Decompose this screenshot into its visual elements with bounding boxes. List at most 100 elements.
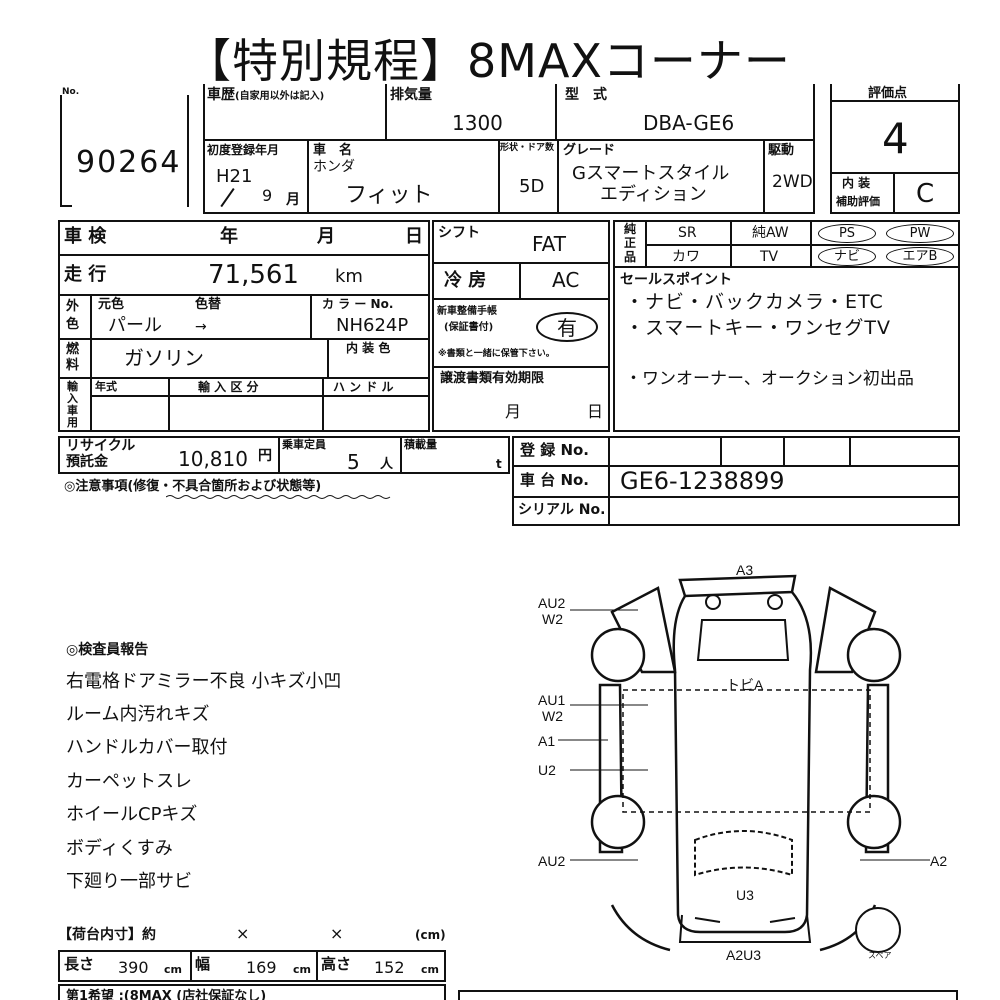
inspector-line-3: ハンドルカバー取付 <box>66 737 228 758</box>
recycle-label-2: 預託金 <box>66 454 108 470</box>
equipment-airbag: エアB <box>886 247 954 266</box>
ext-color-label: 外色 <box>66 299 80 332</box>
lot-no-label: No. <box>62 87 80 97</box>
mileage-unit: km <box>335 266 363 287</box>
bottom-right-box <box>458 990 958 1000</box>
color-no-label: カ ラ ー No. <box>322 297 394 311</box>
yen-unit: 円 <box>258 448 272 464</box>
diagram-label-left-mid2: W2 <box>542 708 563 724</box>
sales-point-2: ・スマートキー・ワンセグTV <box>625 317 892 339</box>
cargo-heading: 【荷台内寸】約 <box>58 927 156 943</box>
diagram-label-left-u2: U2 <box>538 762 556 778</box>
cargo-length: 390 <box>118 958 149 977</box>
displacement: 1300 <box>452 111 503 135</box>
score-box <box>830 84 960 214</box>
lot-no: 90264 <box>76 145 182 180</box>
cargo-height: 152 <box>374 958 405 977</box>
sales-point-1: ・ナビ・バックカメラ・ETC <box>625 291 884 313</box>
fuel: ガソリン <box>124 346 204 370</box>
repaint-label: 色替 <box>195 297 222 312</box>
drive: 2WD <box>772 172 813 192</box>
equipment-alloy-wheel: 純AW <box>752 225 789 241</box>
cargo-box <box>58 950 446 982</box>
car-diagram: A3 AU2 W2 AU1 W2 A1 U2 AU2 A2 トビA U3 A2U… <box>538 562 947 963</box>
diagram-label-spare: スペア <box>868 951 891 960</box>
ac: AC <box>552 268 580 292</box>
grade-line2: エディション <box>600 184 707 205</box>
header-grid <box>203 84 815 214</box>
drive-label: 駆動 <box>768 143 795 158</box>
page-title: 【特別規程】8MAXコーナー <box>185 34 791 88</box>
notes-heading: ◎注意事項(修復・不具合箇所および状態等) <box>64 479 322 494</box>
car-name-label: 車 名 <box>313 143 353 158</box>
doors-label: 形状・ドア数 <box>500 143 555 153</box>
first-reg-month-unit: 月 <box>286 192 300 208</box>
first-reg-era: H21 <box>216 166 253 187</box>
load-label: 積載量 <box>404 438 437 451</box>
cargo-times-2: × <box>330 924 344 943</box>
cargo-length-unit: cm <box>164 963 182 976</box>
car-name: フィット <box>345 183 433 208</box>
diagram-label-left-bottom: AU2 <box>538 853 565 869</box>
shift: FAT <box>532 232 567 256</box>
transfer-label: 譲渡書類有効期限 <box>440 371 545 386</box>
recycle-label-1: リサイクル <box>66 438 136 454</box>
cargo-width: 169 <box>246 958 277 977</box>
orig-color: パール <box>108 315 162 336</box>
inspector-line-2: ルーム内汚れキズ <box>66 704 210 725</box>
equipment-pw: PW <box>886 224 954 243</box>
cargo-length-label: 長さ <box>64 955 95 973</box>
owner-row <box>58 984 446 1000</box>
inspection-month-label: 月 <box>317 226 335 247</box>
first-reg-label: 初度登録年月 <box>207 143 280 157</box>
inspector-line-7: 下廻り一部サビ <box>66 871 192 892</box>
displacement-label: 排気量 <box>390 87 432 103</box>
manual-note: ※書類と一緒に保管下さい。 <box>438 349 555 359</box>
details-middle <box>432 220 610 432</box>
cargo-width-unit: cm <box>293 963 311 976</box>
manual-label-1: 新車整備手帳 <box>437 306 497 317</box>
sales-point-4: ・ワンオーナー、オークション初出品 <box>625 369 914 389</box>
capacity: 5 <box>347 450 360 474</box>
diagram-label-hood: トビA <box>726 677 764 693</box>
cargo-unit: (cm) <box>415 928 446 942</box>
handle-label: ハ ン ド ル <box>333 380 394 394</box>
orig-color-label: 元色 <box>98 297 125 312</box>
details-left <box>58 220 430 432</box>
mileage: 71,561 <box>208 260 299 290</box>
history-label: 車歴(自家用以外は記入) <box>207 87 325 103</box>
person-unit: 人 <box>380 457 394 472</box>
chassis-no: GE6-1238899 <box>620 467 785 495</box>
load-unit: t <box>496 457 502 471</box>
equipment-label: 純正品 <box>624 222 637 264</box>
inspection-year-label: 年 <box>220 226 238 247</box>
equipment-ps: PS <box>818 224 876 243</box>
sales-points-box <box>613 268 960 432</box>
sales-points-label: セールスポイント <box>620 272 732 288</box>
inspector-line-6: ボディくすみ <box>66 838 173 859</box>
interior-label-1: 内 装 <box>842 176 871 190</box>
transfer-day: 日 <box>587 402 604 421</box>
equipment-leather: カワ <box>672 249 700 265</box>
chassis-no-label: 車 台 No. <box>520 471 590 489</box>
grade-line1: Gスマートスタイル <box>572 163 730 184</box>
transfer-month: 月 <box>505 402 522 421</box>
cargo-height-unit: cm <box>421 963 439 976</box>
repaint-arrow: → <box>195 319 207 335</box>
recycle-amount: 10,810 <box>178 447 248 471</box>
diagram-label-bottom: A2U3 <box>726 947 761 963</box>
diagram-label-left-top2: W2 <box>542 611 563 627</box>
diagram-label-rear: U3 <box>736 887 754 903</box>
model-label: 型 式 <box>565 87 607 103</box>
inspector-line-5: ホイールCPキズ <box>66 804 198 825</box>
owner-row-text: 第1希望 :(8MAX (店社保証なし) <box>66 989 267 1000</box>
shift-label: シフト <box>438 225 480 241</box>
capacity-label: 乗車定員 <box>282 438 326 451</box>
score: 4 <box>882 114 909 163</box>
import-type-label: 輸 入 区 分 <box>198 380 259 394</box>
color-no: NH624P <box>336 315 409 336</box>
notes-wavy-underline <box>166 495 391 499</box>
diagram-label-top: A3 <box>736 562 753 578</box>
interior-color-label: 内 装 色 <box>346 341 391 355</box>
cargo-height-label: 高さ <box>321 955 352 973</box>
